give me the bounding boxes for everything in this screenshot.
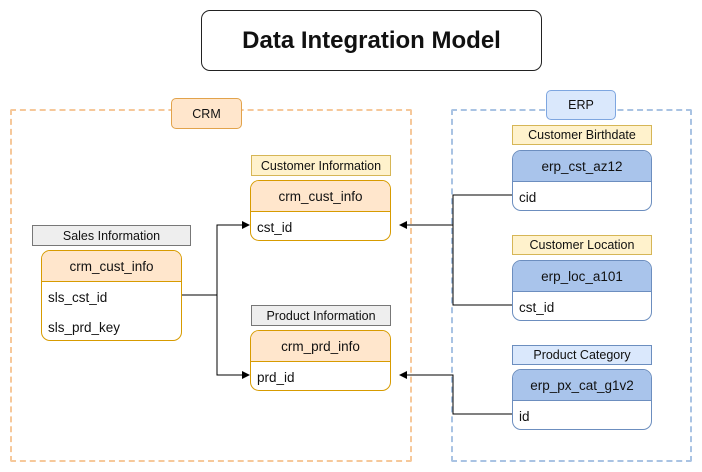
connector-sales-product <box>216 295 250 379</box>
category-table-name: erp_px_cat_g1v2 <box>513 370 651 401</box>
location-field-cst-id: cst_id <box>519 299 555 315</box>
customer-field-cst-id: cst_id <box>257 219 293 235</box>
customer-location-label: Customer Location <box>512 235 652 255</box>
crm-group-label: CRM <box>171 98 242 129</box>
product-information-label: Product Information <box>251 305 391 326</box>
category-table[interactable]: erp_px_cat_g1v2 id <box>512 369 652 430</box>
customer-table[interactable]: crm_cust_info cst_id <box>250 180 391 241</box>
sales-table[interactable]: crm_cust_info sls_cst_id sls_prd_key <box>41 250 182 341</box>
location-table[interactable]: erp_loc_a101 cst_id <box>512 260 652 321</box>
connector-sales-customer <box>181 221 250 296</box>
product-table-name: crm_prd_info <box>251 331 390 362</box>
customer-table-name: crm_cust_info <box>251 181 390 212</box>
product-table[interactable]: crm_prd_info prd_id <box>250 330 391 391</box>
product-field-prd-id: prd_id <box>257 369 295 385</box>
sales-table-name: crm_cust_info <box>42 251 181 282</box>
category-field-id: id <box>519 408 530 424</box>
birthdate-table-name: erp_cst_az12 <box>513 151 651 182</box>
connector-location-customer <box>452 225 512 306</box>
location-table-name: erp_loc_a101 <box>513 261 651 292</box>
sales-field-prd-key: sls_prd_key <box>48 319 121 335</box>
customer-information-label: Customer Information <box>251 155 391 176</box>
diagram-title: Data Integration Model <box>201 10 542 71</box>
erp-group-label: ERP <box>546 90 616 120</box>
connector-birthdate-customer <box>399 194 512 229</box>
product-category-label: Product Category <box>512 345 652 365</box>
birthdate-table[interactable]: erp_cst_az12 cid <box>512 150 652 211</box>
sales-field-cst-id: sls_cst_id <box>48 289 108 305</box>
birthdate-field-cid: cid <box>519 189 537 205</box>
sales-information-label: Sales Information <box>32 225 191 246</box>
connector-category-product <box>399 371 512 415</box>
customer-birthdate-label: Customer Birthdate <box>512 125 652 145</box>
